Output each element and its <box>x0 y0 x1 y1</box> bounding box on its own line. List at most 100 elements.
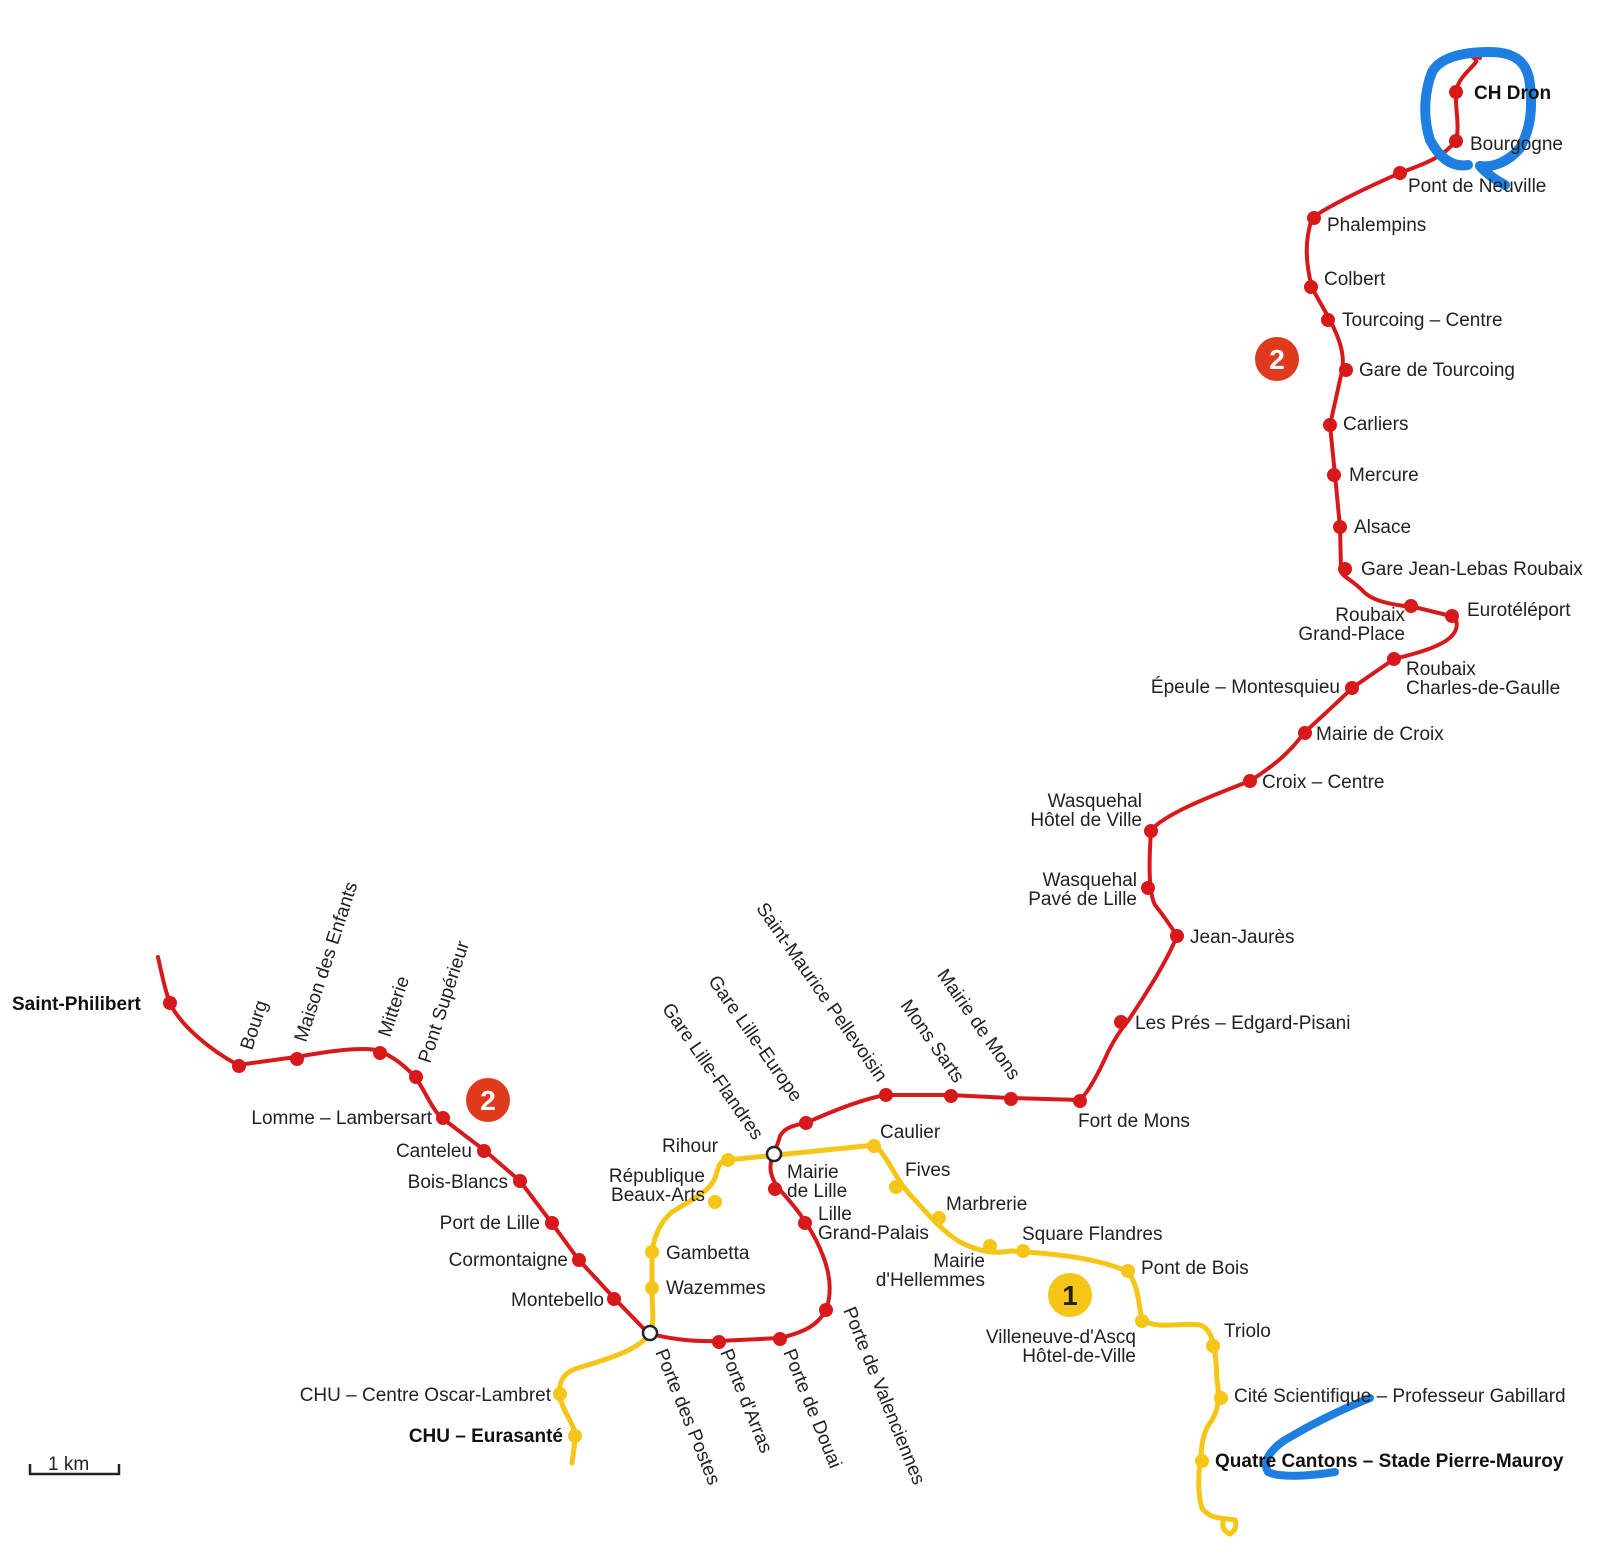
station-label[interactable]: Fort de Mons <box>1078 1111 1190 1132</box>
station-dot[interactable] <box>1016 1244 1030 1258</box>
station-label[interactable]: Cormontaigne <box>449 1250 568 1271</box>
station-dot[interactable] <box>1393 166 1407 180</box>
station-dot[interactable] <box>290 1052 304 1066</box>
station-dot[interactable] <box>163 996 177 1010</box>
station-dot[interactable] <box>545 1216 559 1230</box>
station-dot[interactable] <box>232 1059 246 1073</box>
station-dot[interactable] <box>1404 599 1418 613</box>
station-dot[interactable] <box>1298 726 1312 740</box>
station-dot[interactable] <box>1339 363 1353 377</box>
station-label[interactable]: Rihour <box>662 1136 719 1157</box>
station-label[interactable]: Montebello <box>511 1290 604 1311</box>
station-dot[interactable] <box>1449 85 1463 99</box>
station-label[interactable]: Square Flandres <box>1022 1224 1162 1245</box>
station-label[interactable]: Port de Lille <box>440 1213 540 1234</box>
station-dot[interactable] <box>1073 1094 1087 1108</box>
station-label[interactable]: Pont de Bois <box>1141 1258 1249 1279</box>
station-dot[interactable] <box>1144 824 1158 838</box>
station-label[interactable]: Bourg <box>237 998 273 1053</box>
station-dot[interactable] <box>553 1387 567 1401</box>
station-dot[interactable] <box>708 1195 722 1209</box>
station-dot[interactable] <box>436 1111 450 1125</box>
station-label[interactable]: Carliers <box>1343 414 1408 435</box>
station-dot[interactable] <box>477 1144 491 1158</box>
station-dot[interactable] <box>409 1070 423 1084</box>
station-label[interactable]: Gambetta <box>666 1243 750 1264</box>
station-dot[interactable] <box>1195 1454 1209 1468</box>
station-dot[interactable] <box>721 1153 735 1167</box>
station-label[interactable]: Porte d'Arras <box>715 1346 776 1456</box>
station-label[interactable]: Gare Jean-Lebas Roubaix <box>1361 559 1583 580</box>
station-label[interactable]: Bourgogne <box>1470 134 1563 155</box>
station-label[interactable]: Alsace <box>1354 517 1411 538</box>
station-label[interactable]: CHU – Eurasanté <box>409 1426 563 1447</box>
station-dot[interactable] <box>1121 1264 1135 1278</box>
station-label[interactable]: Mairie de Croix <box>1316 724 1444 745</box>
station-dot[interactable] <box>1170 929 1184 943</box>
station-label[interactable]: Marbrerie <box>946 1194 1027 1215</box>
station-dot[interactable] <box>712 1335 726 1349</box>
station-dot[interactable] <box>1206 1339 1220 1353</box>
station-label[interactable]: Maison des Enfants <box>291 879 363 1044</box>
station-dot[interactable] <box>572 1253 586 1267</box>
station-label[interactable]: Cité Scientifique – Professeur Gabillard <box>1234 1386 1566 1407</box>
station-label[interactable]: Phalempins <box>1327 215 1426 236</box>
station-label[interactable]: Les Prés – Edgard-Pisani <box>1135 1013 1350 1034</box>
station-label[interactable]: Croix – Centre <box>1262 772 1385 793</box>
station-label[interactable]: Eurotéléport <box>1467 600 1571 621</box>
station-label[interactable]: Quatre Cantons – Stade Pierre-Mauroy <box>1215 1451 1564 1472</box>
station-dot[interactable] <box>1327 468 1341 482</box>
station-label[interactable]: CHU – Centre Oscar-Lambret <box>300 1385 552 1406</box>
station-dot[interactable] <box>373 1046 387 1060</box>
station-label[interactable]: Wazemmes <box>666 1278 766 1299</box>
station-dot[interactable] <box>983 1239 997 1253</box>
station-dot[interactable] <box>1338 562 1352 576</box>
station-label[interactable]: Jean-Jaurès <box>1190 927 1295 948</box>
interchange-porte-des-postes[interactable] <box>641 1324 659 1342</box>
station-dot[interactable] <box>1345 681 1359 695</box>
station-dot[interactable] <box>607 1292 621 1306</box>
station-dot[interactable] <box>944 1089 958 1103</box>
station-dot[interactable] <box>645 1281 659 1295</box>
station-label[interactable]: CH Dron <box>1474 83 1551 104</box>
station-label[interactable]: Colbert <box>1324 269 1386 290</box>
station-dot[interactable] <box>799 1116 813 1130</box>
station-dot[interactable] <box>773 1332 787 1346</box>
station-dot[interactable] <box>1141 881 1155 895</box>
station-label[interactable]: Triolo <box>1224 1321 1271 1342</box>
station-label[interactable]: Mercure <box>1349 465 1419 486</box>
station-dot[interactable] <box>1214 1391 1228 1405</box>
station-dot[interactable] <box>879 1088 893 1102</box>
station-label[interactable]: Mitterie <box>375 974 414 1040</box>
station-dot[interactable] <box>1333 520 1347 534</box>
station-label[interactable]: Canteleu <box>396 1141 472 1162</box>
station-dot[interactable] <box>1445 609 1459 623</box>
station-label[interactable]: Pont Supérieur <box>415 938 474 1066</box>
station-dot[interactable] <box>1243 774 1257 788</box>
station-label[interactable]: Fives <box>905 1160 950 1181</box>
station-dot[interactable] <box>513 1174 527 1188</box>
station-dot[interactable] <box>645 1245 659 1259</box>
station-dot[interactable] <box>1323 418 1337 432</box>
station-dot[interactable] <box>568 1429 582 1443</box>
station-label[interactable]: Caulier <box>880 1122 941 1143</box>
station-label[interactable]: Lomme – Lambersart <box>251 1108 432 1129</box>
station-label[interactable]: Porte des Postes <box>650 1346 724 1488</box>
station-dot[interactable] <box>889 1180 903 1194</box>
station-label[interactable]: Épeule – Montesquieu <box>1151 677 1340 698</box>
station-dot[interactable] <box>819 1303 833 1317</box>
station-label[interactable]: Porte de Douai <box>778 1346 845 1471</box>
station-dot[interactable] <box>1321 313 1335 327</box>
station-dot[interactable] <box>1135 1314 1149 1328</box>
station-label[interactable]: Gare de Tourcoing <box>1359 360 1515 381</box>
station-dot[interactable] <box>1387 652 1401 666</box>
station-label[interactable]: Porte de Valenciennes <box>838 1304 929 1488</box>
station-dot[interactable] <box>768 1182 782 1196</box>
